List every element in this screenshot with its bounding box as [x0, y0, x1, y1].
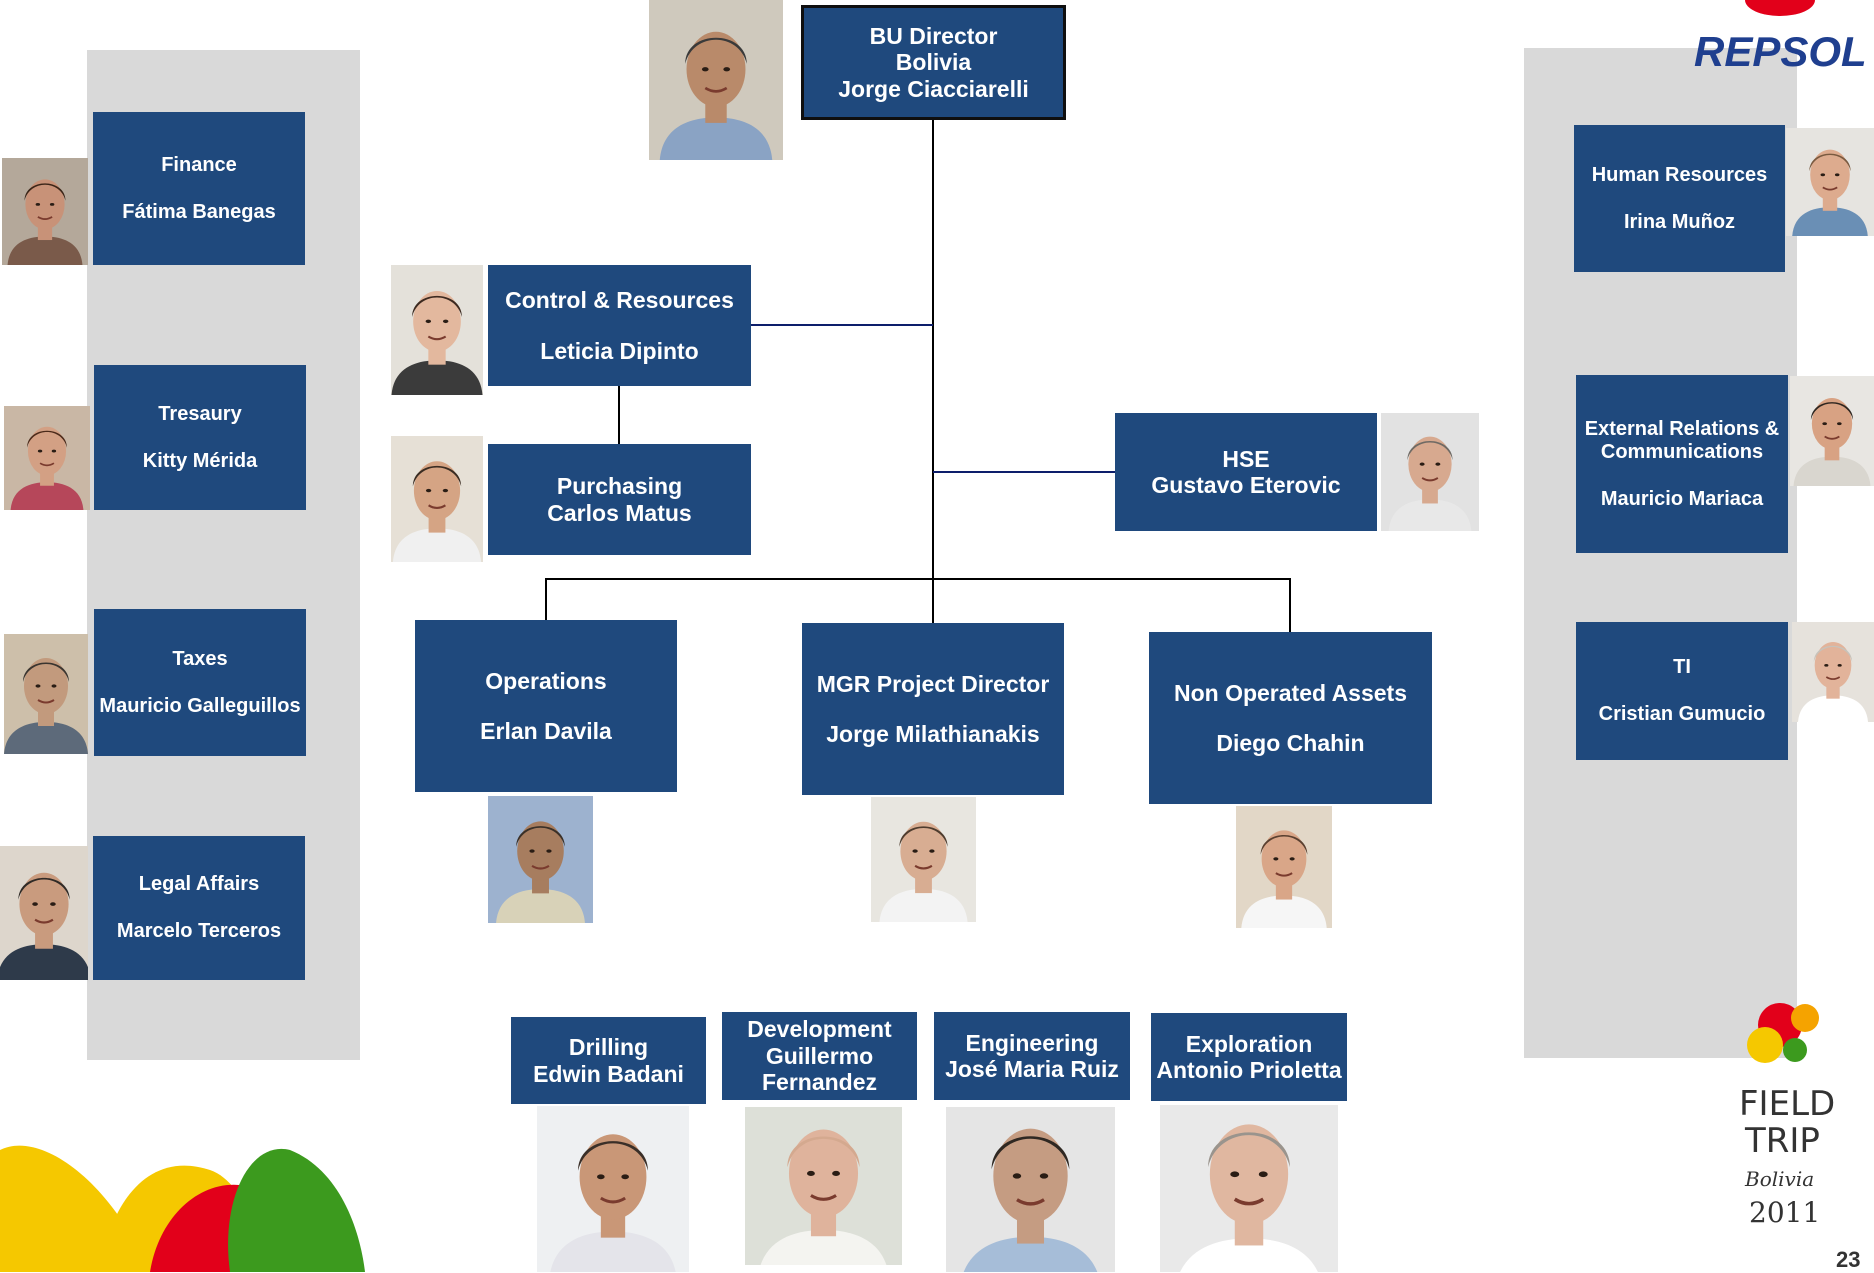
non-operated-name: Diego Chahin [1216, 730, 1365, 756]
operations-photo [488, 796, 593, 923]
svg-text:FIELD: FIELD [1739, 1084, 1835, 1124]
page-number: 23 [1836, 1247, 1861, 1272]
director-region: Bolivia [895, 49, 972, 76]
ti-name: Cristian Gumucio [1598, 703, 1766, 725]
mgr-box: MGR Project Director Jorge Milathianakis [802, 623, 1064, 795]
engineering-title: Engineering [965, 1029, 1099, 1056]
non-operated-photo [1236, 806, 1332, 928]
hse-title: HSE [1222, 445, 1270, 472]
drilling-box: Drilling Edwin Badani [511, 1017, 706, 1104]
operations-box: Operations Erlan Davila [415, 620, 677, 792]
decorative-blobs [0, 1145, 365, 1272]
repsol-logo: REPSOL [1694, 0, 1867, 75]
exploration-name: Antonio Prioletta [1156, 1057, 1342, 1083]
development-name2: Fernandez [761, 1069, 878, 1096]
legal-title: Legal Affairs [138, 873, 260, 895]
purchasing-box: Purchasing Carlos Matus [488, 444, 751, 555]
connector-mgr [932, 578, 934, 623]
ti-title: TI [1673, 656, 1691, 678]
drilling-title: Drilling [568, 1034, 649, 1061]
development-box: Development Guillermo Fernandez [722, 1012, 917, 1100]
finance-name: Fátima Banegas [122, 200, 276, 223]
treasury-name: Kitty Mérida [142, 449, 258, 472]
hr-box: Human Resources Irina Muñoz [1574, 125, 1785, 272]
external-relations-box: External Relations & Communications Maur… [1576, 375, 1788, 553]
connector-non-operated [1289, 578, 1291, 633]
svg-text:TRIP: TRIP [1744, 1121, 1820, 1161]
treasury-title: Tresaury [158, 402, 242, 425]
svg-text:REPSOL: REPSOL [1694, 28, 1867, 75]
external-relations-photo [1790, 376, 1874, 486]
taxes-name: Mauricio Galleguillos [99, 694, 301, 717]
ti-photo [1792, 622, 1874, 722]
mgr-name: Jorge Milathianakis [826, 721, 1040, 747]
finance-title: Finance [161, 153, 237, 176]
director-title: BU Director [869, 22, 998, 49]
taxes-box: Taxes Mauricio Galleguillos [94, 609, 306, 756]
exploration-title: Exploration [1185, 1030, 1313, 1057]
control-photo [391, 265, 483, 395]
control-box: Control & Resources Leticia Dipinto [488, 265, 751, 386]
control-title: Control & Resources [505, 287, 734, 314]
purchasing-photo [391, 436, 483, 562]
hse-box: HSE Gustavo Eterovic [1115, 413, 1377, 531]
hse-name: Gustavo Eterovic [1151, 472, 1341, 498]
development-title: Development [747, 1016, 892, 1043]
purchasing-title: Purchasing [556, 473, 683, 500]
treasury-box: Tresaury Kitty Mérida [94, 365, 306, 510]
operations-name: Erlan Davila [480, 718, 612, 744]
engineering-box: Engineering José Maria Ruiz [934, 1012, 1130, 1100]
director-name: Jorge Ciacciarelli [838, 75, 1029, 102]
drilling-photo [537, 1106, 689, 1272]
hr-title: Human Resources [1591, 163, 1768, 186]
hr-photo [1786, 128, 1874, 236]
external-relations-title2: Communications [1600, 440, 1764, 463]
taxes-title: Taxes [172, 647, 228, 670]
mgr-title: MGR Project Director [816, 670, 1050, 697]
hr-name: Irina Muñoz [1623, 210, 1736, 233]
non-operated-box: Non Operated Assets Diego Chahin [1149, 632, 1432, 804]
hse-photo [1381, 413, 1479, 531]
treasury-photo [4, 406, 90, 510]
connector-control-purchasing [618, 385, 620, 445]
development-name1: Guillermo [765, 1042, 874, 1069]
connector-control [750, 324, 933, 326]
external-relations-name: Mauricio Mariaca [1600, 487, 1764, 510]
legal-photo [0, 846, 88, 980]
connector-hse [933, 471, 1115, 473]
control-name: Leticia Dipinto [540, 337, 699, 364]
finance-photo [2, 158, 88, 265]
non-operated-title: Non Operated Assets [1173, 679, 1408, 706]
ti-box: TI Cristian Gumucio [1576, 622, 1788, 760]
exploration-box: Exploration Antonio Prioletta [1151, 1013, 1347, 1101]
drilling-name: Edwin Badani [533, 1060, 684, 1087]
connector-main-vertical [932, 120, 934, 580]
director-photo [649, 0, 783, 160]
purchasing-name: Carlos Matus [547, 499, 692, 526]
exploration-photo [1160, 1105, 1338, 1272]
mgr-photo [871, 797, 976, 922]
legal-box: Legal Affairs Marcelo Terceros [93, 836, 305, 980]
engineering-name: José Maria Ruiz [945, 1056, 1119, 1082]
svg-text:Bolivia: Bolivia [1744, 1167, 1814, 1191]
connector-horizontal-bar [545, 578, 1291, 580]
svg-text:2011: 2011 [1749, 1196, 1820, 1229]
engineering-photo [946, 1107, 1115, 1272]
taxes-photo [4, 634, 88, 754]
field-trip-logo: FIELD TRIP Bolivia 2011 [1739, 1003, 1835, 1229]
operations-title: Operations [485, 667, 607, 694]
finance-box: Finance Fátima Banegas [93, 112, 305, 265]
legal-name: Marcelo Terceros [116, 920, 282, 942]
development-photo [745, 1107, 902, 1265]
external-relations-title1: External Relations & [1584, 417, 1780, 440]
director-box: BU Director Bolivia Jorge Ciacciarelli [801, 5, 1066, 120]
connector-operations [545, 578, 547, 621]
